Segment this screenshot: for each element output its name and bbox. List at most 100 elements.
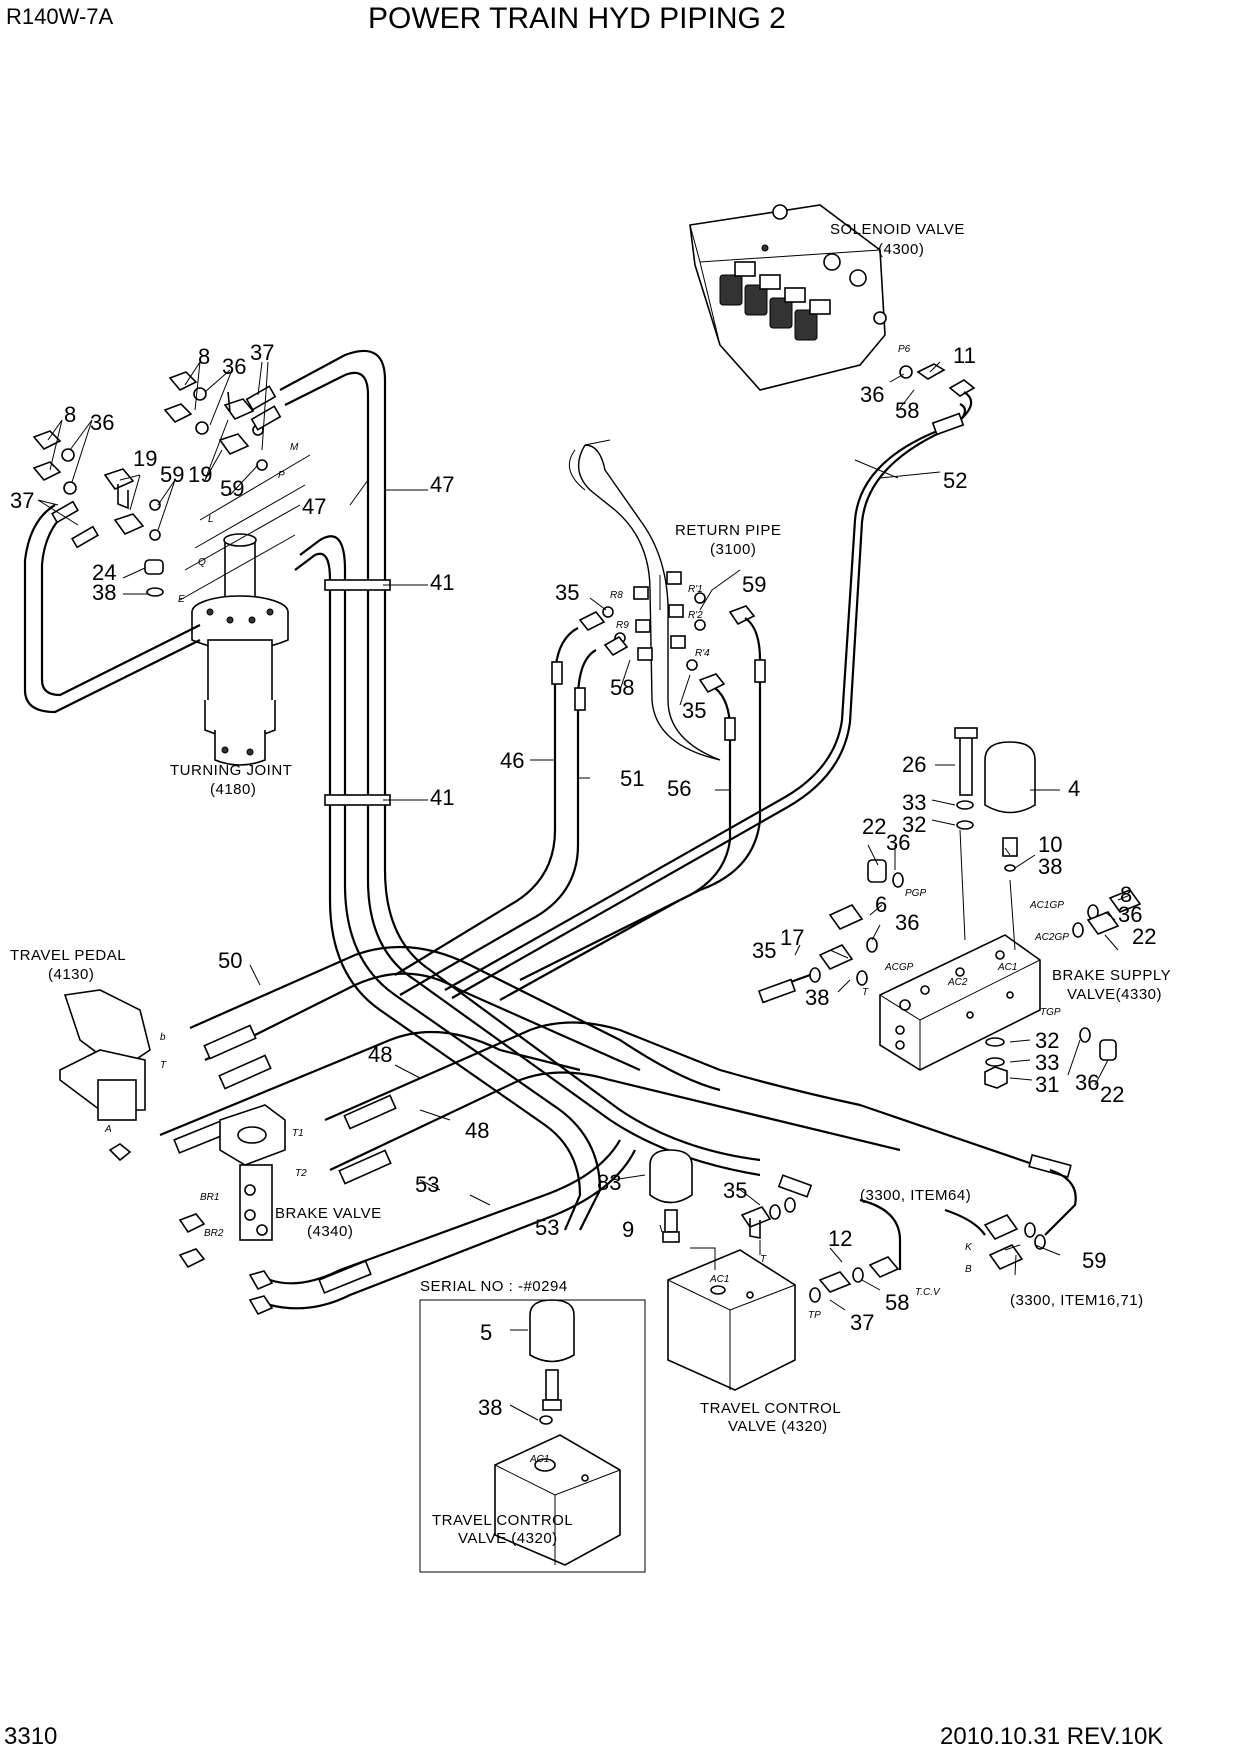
port-mark: BR1 [200, 1192, 219, 1203]
callout-36: 36 [895, 910, 919, 935]
port-mark: PGP [905, 888, 926, 899]
callout-8: 8 [64, 402, 76, 427]
callout-38: 38 [478, 1395, 502, 1420]
port-mark: R9 [616, 620, 629, 631]
callout-52: 52 [943, 468, 967, 493]
return-pipe-label: RETURN PIPE [675, 522, 781, 539]
callout-4: 4 [1068, 776, 1080, 801]
port-mark: AC1 [997, 962, 1017, 973]
callout-31: 31 [1035, 1072, 1059, 1097]
callout-32: 32 [902, 812, 926, 837]
callout-37: 37 [850, 1310, 874, 1335]
port-mark: B [965, 1264, 972, 1275]
port-mark: K [965, 1242, 973, 1253]
turning-joint-ref: (4180) [210, 781, 256, 798]
serial-inset-title: SERIAL NO : -#0294 [420, 1278, 568, 1295]
callout-46: 46 [500, 748, 524, 773]
callout-11: 11 [953, 343, 976, 368]
callout-8: 8 [1120, 882, 1132, 907]
inset-tcv-label: TRAVEL CONTROL [432, 1512, 573, 1529]
callout-53: 53 [415, 1172, 439, 1197]
port-mark: AC1GP [1029, 900, 1064, 911]
callout-35: 35 [555, 580, 579, 605]
callout-59: 59 [1082, 1248, 1106, 1273]
travel-control-valve [649, 1149, 1046, 1391]
callout-36: 36 [1075, 1070, 1099, 1095]
callout-22: 22 [1132, 924, 1156, 949]
callout-35: 35 [723, 1178, 747, 1203]
page-title: POWER TRAIN HYD PIPING 2 [368, 2, 786, 35]
callout-38: 38 [1038, 854, 1062, 879]
callout-5: 5 [480, 1320, 492, 1345]
brake-valve [178, 1104, 286, 1316]
port-mark: T2 [295, 1168, 307, 1179]
callout-47: 47 [302, 494, 326, 519]
return-pipe-ref: (3100) [710, 541, 756, 558]
brake-supply-fittings [809, 727, 1142, 1089]
port-mark: R8 [610, 590, 623, 601]
port-mark: Q [198, 557, 206, 568]
callout-22: 22 [1100, 1082, 1124, 1107]
port-mark: AC1 [529, 1454, 549, 1465]
callout-36: 36 [1118, 902, 1142, 927]
callout-22: 22 [862, 814, 886, 839]
callout-26: 26 [902, 752, 926, 777]
callout-12: 12 [828, 1226, 852, 1251]
callout-9: 9 [622, 1217, 634, 1242]
solenoid-valve-ref: (4300) [878, 241, 924, 258]
port-mark: L [208, 514, 214, 525]
callout-58: 58 [895, 398, 919, 423]
port-mark: b [160, 1032, 166, 1043]
brake-supply-valve [879, 934, 1041, 1071]
callout-47: 47 [430, 472, 454, 497]
callout-33: 33 [1035, 1050, 1059, 1075]
solenoid-valve-label: SOLENOID VALVE [830, 221, 965, 238]
callout-41: 41 [430, 570, 454, 595]
turning-joint-fittings [32, 371, 311, 601]
port-mark: TP [808, 1310, 821, 1321]
solenoid-valve-assembly [689, 204, 887, 391]
port-mark: T.C.V [915, 1287, 941, 1298]
callout-32: 32 [1035, 1028, 1059, 1053]
callout-51: 51 [620, 766, 644, 791]
callout-41: 41 [430, 785, 454, 810]
callout-36: 36 [886, 830, 910, 855]
travel-control-valve-label: TRAVEL CONTROL [700, 1400, 841, 1417]
reference-item64: (3300, ITEM64) [860, 1187, 971, 1204]
port-mark: ACGP [884, 962, 914, 973]
port-mark: T [160, 1060, 167, 1071]
port-mark: AC2 [947, 977, 968, 988]
port-mark: AC2GP [1034, 932, 1069, 943]
port-mark: T [862, 987, 869, 998]
callout-58: 58 [885, 1290, 909, 1315]
callout-19: 19 [188, 462, 212, 487]
port-mark: BR2 [204, 1228, 224, 1239]
callout-38: 38 [92, 580, 116, 605]
brake-supply-valve-ref: VALVE(4330) [1067, 986, 1162, 1003]
port-mark: P6 [898, 344, 911, 355]
callout-56: 56 [667, 776, 691, 801]
port-mark: TGP [1040, 1007, 1061, 1018]
port-mark: T1 [292, 1128, 304, 1139]
return-pipe [568, 439, 721, 761]
brake-valve-label: BRAKE VALVE [275, 1205, 382, 1222]
port-mark: T [760, 1254, 767, 1265]
brake-supply-valve-label: BRAKE SUPPLY [1052, 967, 1171, 984]
callout-36: 36 [860, 382, 884, 407]
travel-control-valve-ref: VALVE (4320) [728, 1418, 828, 1435]
callout-59: 59 [742, 572, 766, 597]
brake-valve-ref: (4340) [307, 1223, 353, 1240]
revision-stamp: 2010.10.31 REV.10K [940, 1723, 1163, 1750]
callout-19: 19 [133, 446, 157, 471]
callout-35: 35 [682, 698, 706, 723]
callout-58: 58 [610, 675, 634, 700]
callout-59: 59 [220, 476, 244, 501]
callout-33: 33 [902, 790, 926, 815]
port-mark: R'2 [688, 610, 703, 621]
port-mark: R'1 [688, 584, 703, 595]
port-mark: E [178, 594, 185, 605]
port-mark: R'4 [695, 648, 710, 659]
turning-joint-label: TURNING JOINT [170, 762, 292, 779]
